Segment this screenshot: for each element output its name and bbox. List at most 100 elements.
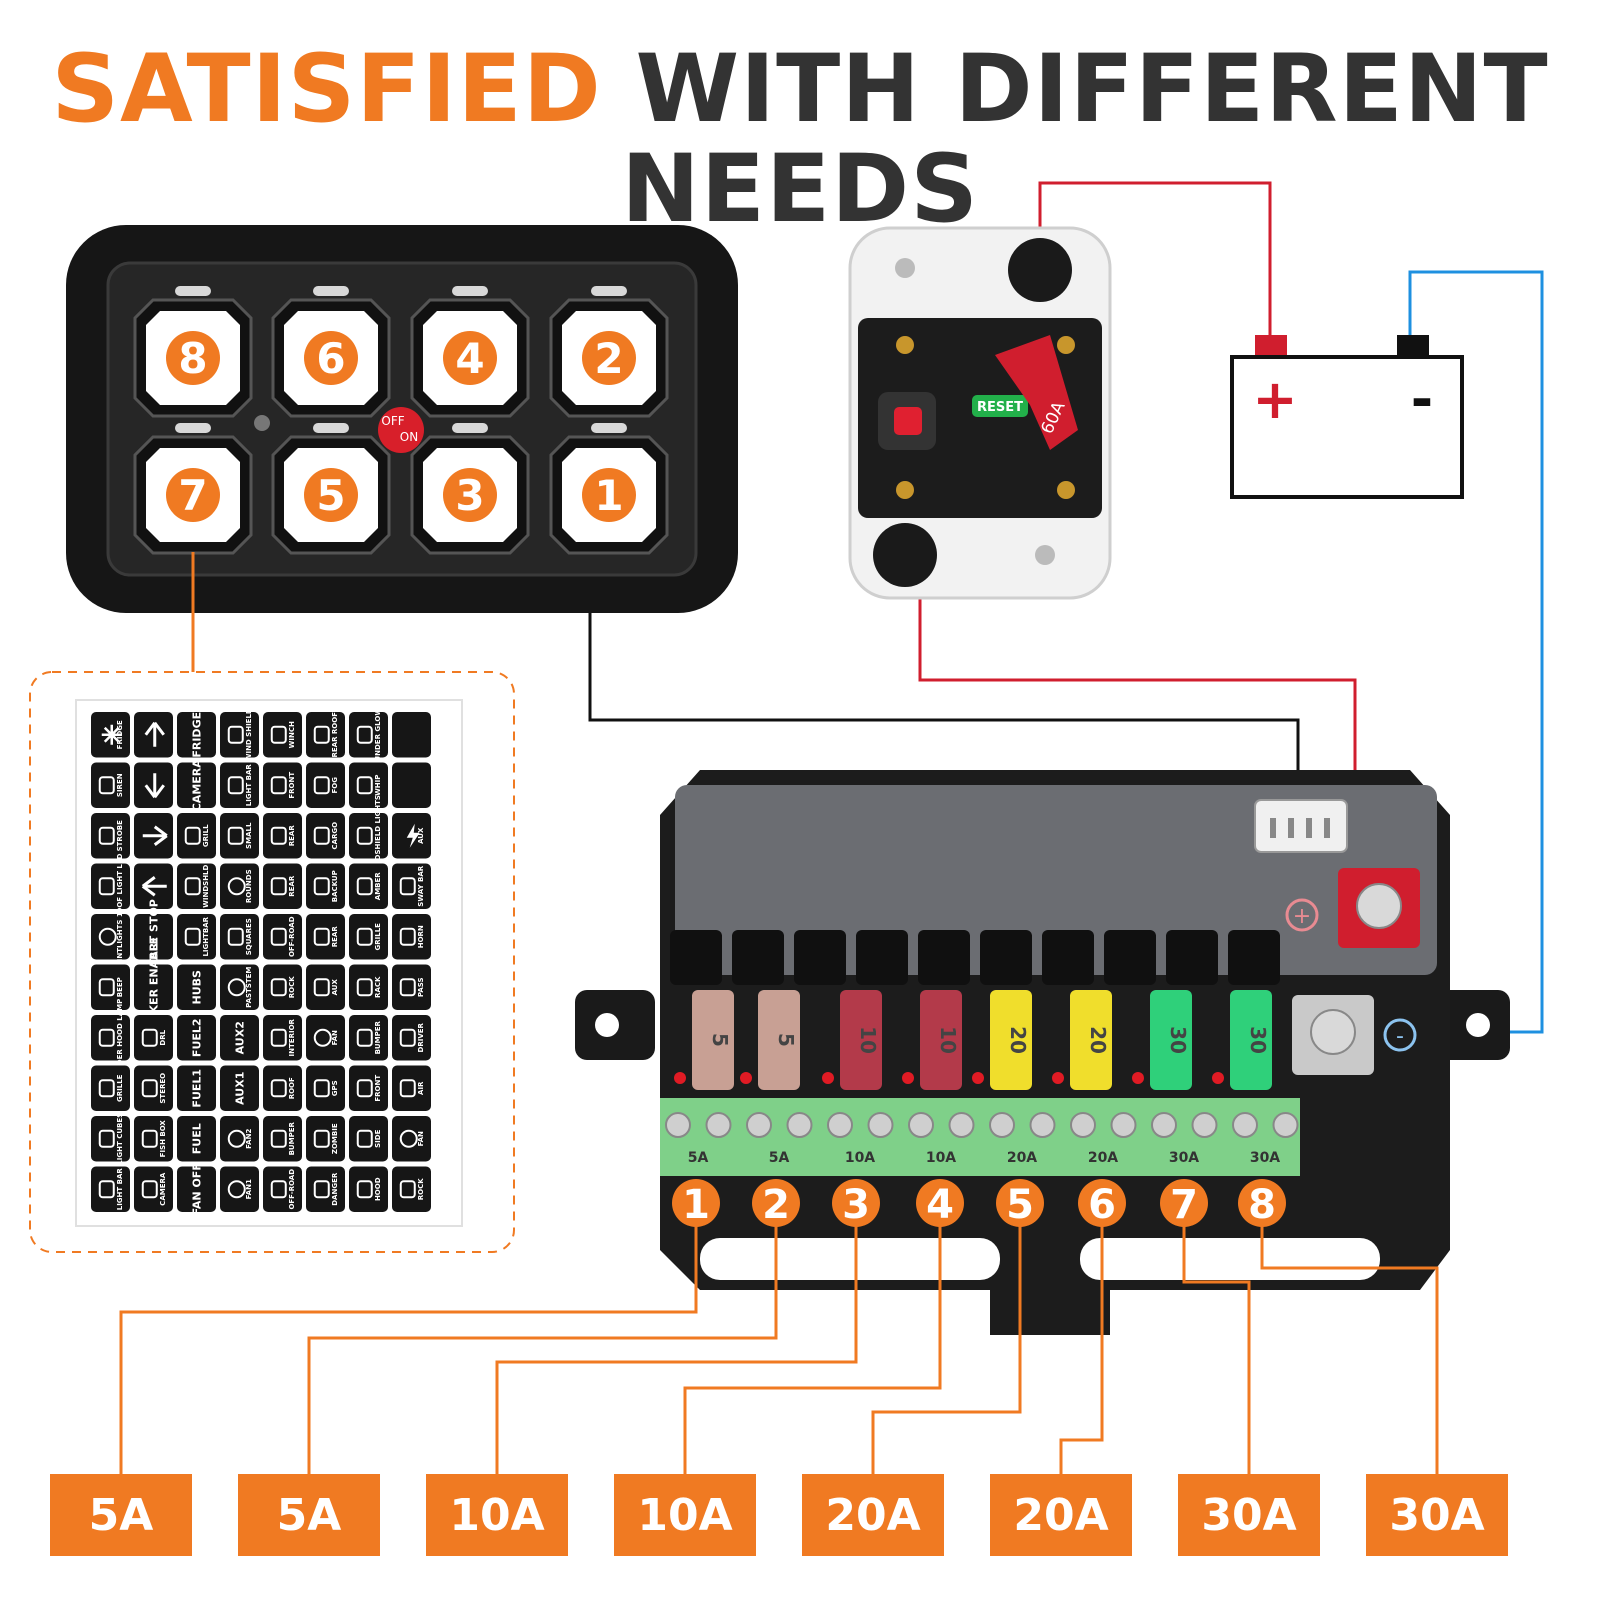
sticker-label: LIGHT BAR [245, 764, 253, 807]
sticker-tile [306, 964, 345, 1010]
terminal-screw [827, 1112, 853, 1138]
sticker-label: WHIP [374, 775, 382, 796]
relay-cube [918, 930, 970, 985]
sticker-tile [263, 1116, 302, 1162]
terminal-screw [746, 1112, 772, 1138]
beacon-icon [98, 776, 115, 795]
lamp-icon [356, 1129, 373, 1148]
sticker-label: STEREO [159, 1073, 167, 1104]
page-title: SATISFIED WITH DIFFERENT NEEDS [0, 40, 1600, 240]
sticker-label: FOG [331, 777, 339, 794]
amp-rating-box-6: 20A [990, 1474, 1132, 1556]
sticker-tile [263, 1015, 302, 1061]
sticker-tile [349, 964, 388, 1010]
lamp-icon [356, 725, 373, 744]
sticker-tile [263, 863, 302, 909]
reset-label: RESET [977, 400, 1023, 415]
fuse-led [1052, 1072, 1064, 1084]
grille-icon [98, 978, 115, 997]
relay-cube [1166, 930, 1218, 985]
channel-number: 3 [842, 1182, 870, 1228]
sticker-label: FAN1 [245, 1179, 253, 1199]
sticker-tile [392, 1015, 431, 1061]
terminal-screw [896, 481, 914, 499]
channel-badge-4 [916, 1179, 964, 1227]
terminal-screw [1232, 1112, 1258, 1138]
terminal-screw [989, 1112, 1015, 1138]
sticker-label: CAMERA [191, 759, 204, 812]
switch-number: 3 [455, 471, 484, 520]
connector-pin [1306, 818, 1312, 838]
lightning-icon [406, 823, 420, 848]
sticker-label: FAN [417, 1131, 425, 1146]
switch-number-badge [582, 468, 636, 522]
indicator-led [452, 286, 488, 296]
cubes-icon [98, 1129, 115, 1148]
sticker-tile [134, 1116, 173, 1162]
sticker-label: REAR ROOF [331, 712, 339, 758]
leader-line-8 [1260, 1226, 1439, 1474]
sticker-label: HUBS [191, 970, 204, 1005]
sticker-tile [134, 914, 173, 960]
channel-number: 5 [1006, 1182, 1034, 1228]
lightbar-icon [227, 776, 244, 795]
sticker-label: BACKUP [331, 870, 339, 902]
lamp-icon [184, 927, 201, 946]
sticker-tile [177, 964, 216, 1010]
sticker-label: INTLIGHTS 1 [116, 912, 124, 961]
reset-button [894, 407, 922, 435]
lamp-icon [356, 1079, 373, 1098]
channel-number: 6 [1088, 1182, 1116, 1228]
leader-line-6 [1059, 1226, 1104, 1474]
swaybar-icon [399, 877, 416, 896]
battery-positive-terminal [1255, 335, 1287, 357]
sticker-label: AUX [331, 979, 339, 996]
breaker-lever [995, 335, 1078, 450]
fuse-rating: 20 [1086, 1026, 1110, 1054]
roof-light-icon [98, 877, 115, 896]
fuse-7 [1150, 990, 1192, 1090]
sticker-tile [91, 1116, 130, 1162]
box-icon [141, 1028, 158, 1047]
leader-line-5 [871, 1226, 1022, 1474]
title-rest: WITH DIFFERENT NEEDS [621, 35, 1549, 244]
offroad-icon [270, 927, 287, 946]
positive-stud [1356, 883, 1402, 929]
sticker-tile [91, 1015, 130, 1061]
arrow-up-icon [144, 721, 165, 747]
sticker-tile [177, 1116, 216, 1162]
offroad-icon [270, 1180, 287, 1199]
sticker-tile [134, 964, 173, 1010]
switch-number-badge [304, 468, 358, 522]
speaker-icon [141, 1079, 158, 1098]
box-icon [141, 1129, 158, 1148]
terminal-screw [1151, 1112, 1177, 1138]
sticker-tile [134, 1166, 173, 1212]
terminal-screw [1057, 481, 1075, 499]
switch-number: 5 [316, 471, 345, 520]
sticker-label: START STOP [148, 899, 161, 974]
sticker-label: FAN2 [245, 1129, 253, 1149]
terminal-label: 10A [926, 1150, 956, 1166]
indicator-led [175, 286, 211, 296]
sticker-tile [349, 1065, 388, 1111]
leader-line-7 [1182, 1226, 1251, 1474]
sticker-label: PASS [417, 977, 425, 997]
light-sensor [254, 415, 270, 431]
backup-icon [313, 877, 330, 896]
amp-rating-box-3: 10A [426, 1474, 568, 1556]
sticker-tile [306, 1065, 345, 1111]
lamp-icon [356, 927, 373, 946]
ground-symbol-sign: - [1396, 1024, 1404, 1049]
breaker-top-stud [1008, 238, 1072, 302]
sticker-tile [263, 914, 302, 960]
sticker-label: AUX2 [234, 1021, 247, 1054]
sticker-label: HOOD [374, 1177, 382, 1201]
whip-icon [356, 776, 373, 795]
rear-icon [270, 877, 287, 896]
fuse-rating: 5 [708, 1033, 732, 1047]
indicator-led [591, 423, 627, 433]
sticker-tile [392, 762, 431, 808]
